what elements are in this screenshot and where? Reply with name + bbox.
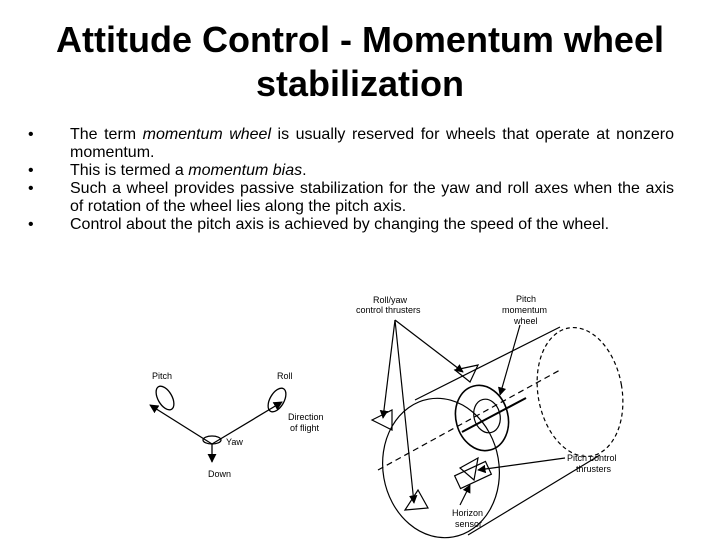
body-front-face [382, 397, 500, 539]
bullet-item: • Such a wheel provides passive stabiliza… [28, 180, 674, 216]
pitch-label: Pitch [152, 371, 172, 381]
bullet-marker: • [28, 180, 34, 197]
horizon-sensor-label: Horizon [452, 508, 483, 518]
pitch-thrusters-label: thrusters [576, 464, 612, 474]
roll-rotation-icon [267, 387, 287, 413]
wheel-axle [461, 397, 527, 433]
yaw-rotation-icon [202, 435, 222, 445]
horizon-sensor [453, 460, 493, 490]
pitch-thruster-leader [477, 457, 566, 474]
bullet-item: • Control about the pitch axis is achieve… [28, 216, 674, 234]
spacecraft-body [414, 326, 601, 536]
wheel-label: Pitch [516, 294, 536, 304]
wheel-leader [498, 324, 521, 396]
axes-figure [149, 385, 287, 463]
title-line-2: stabilization [255, 63, 465, 104]
bullet-item: • This is termed a momentum bias. [28, 162, 674, 180]
thruster-cone [370, 409, 393, 431]
yaw-label: Yaw [226, 437, 243, 447]
spacecraft-figure [370, 319, 624, 539]
bullet-emphasis: momentum wheel [142, 126, 271, 143]
bullet-item: • The term momentum wheel is usually rese… [28, 126, 674, 162]
momentum-wheel [454, 384, 510, 452]
bullet-text: This is termed a [70, 162, 189, 179]
bullet-marker: • [28, 162, 34, 179]
thruster-leader [379, 319, 396, 419]
body-back-face [536, 326, 624, 458]
roll-axis [211, 401, 283, 445]
bullet-text: is usually reserved for wheels that oper… [70, 126, 674, 161]
thruster-leader [394, 319, 464, 373]
horizon-sensor-label: sensor [455, 519, 482, 529]
wheel-label: wheel [513, 316, 538, 326]
thruster-leader [394, 319, 418, 504]
sensor-leader [459, 484, 471, 506]
pitch-rotation-icon [155, 385, 175, 411]
thruster-cone [453, 364, 480, 383]
bullet-text: . [302, 162, 307, 179]
thruster-cone [458, 456, 479, 482]
slide-title: Attitude Control - Momentum wheel stabil… [20, 18, 700, 106]
wheel-label: momentum [502, 305, 547, 315]
thrusters-label: control thrusters [356, 305, 421, 315]
bullet-marker: • [28, 126, 34, 143]
bullet-text: Such a wheel provides passive stabilizat… [70, 180, 674, 215]
bullet-marker: • [28, 216, 34, 233]
down-label: Down [208, 469, 231, 479]
bullet-text: Control about the pitch axis is achieved… [70, 216, 610, 233]
roll-label: Roll [277, 371, 293, 381]
bullet-emphasis: momentum bias [188, 162, 303, 179]
pitch-axis [149, 404, 213, 445]
thrusters-label: Roll/yaw [373, 295, 408, 305]
bullet-text: The term [70, 126, 143, 143]
pitch-thrusters-label: Pitch control [567, 453, 617, 463]
title-line-1: Attitude Control - Momentum wheel [56, 19, 664, 60]
direction-label: of flight [290, 423, 320, 433]
bullet-list: • The term momentum wheel is usually rese… [28, 126, 674, 234]
thruster-cone [403, 488, 429, 511]
direction-label: Direction [288, 412, 324, 422]
